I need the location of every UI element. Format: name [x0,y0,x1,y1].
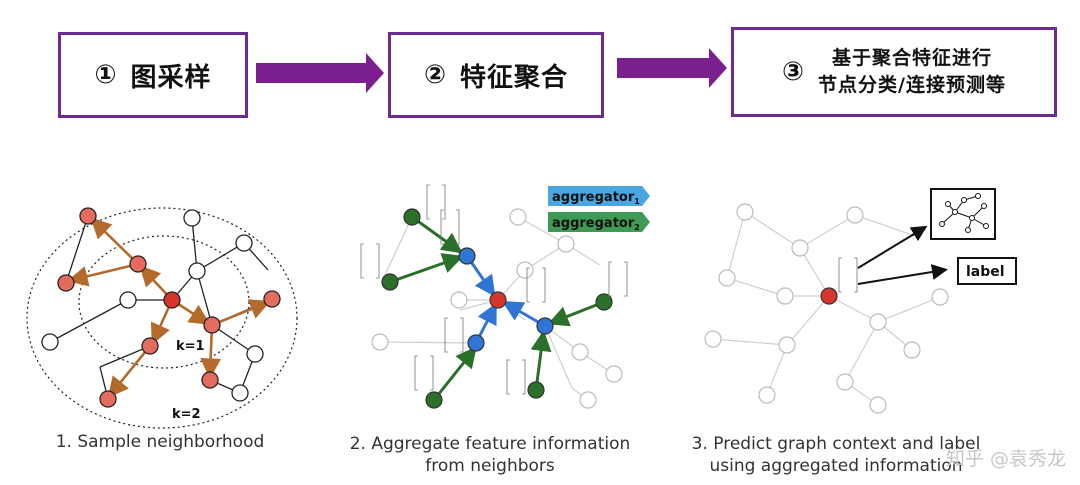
step-3-box: ③ 基于聚合特征进行 节点分类/连接预测等 [731,27,1057,117]
svg-text:aggregator2: aggregator2 [552,216,640,232]
k2-label: k=2 [172,407,201,422]
green-node [595,293,613,311]
node [571,343,589,361]
node [203,316,221,334]
caption-2: 2. Aggregate feature information from ne… [330,433,650,477]
node [903,341,921,359]
step-2-box: ② 特征聚合 [388,32,604,118]
target-node [489,291,507,309]
caption-2-line-2: from neighbors [425,456,555,476]
green-node [381,273,399,291]
step-3-line-2: 节点分类/连接预测等 [818,74,1006,96]
flow-arrow-1 [256,53,384,93]
node [231,384,249,402]
step-1-number: ① [94,60,117,90]
target-node [163,291,181,309]
node [836,373,854,391]
step-1-label: 图采样 [130,62,212,93]
node [931,288,949,306]
node [119,291,137,309]
feature-vector [838,257,858,293]
panel-1-sample-graph: k=1 k=2 [26,207,298,429]
node [758,386,776,404]
node [869,313,887,331]
node [605,365,623,383]
node [246,345,264,363]
watermark: 知乎 @袁秀龙 [945,448,1066,470]
node [509,208,527,226]
panel-2-aggregate-graph: aggregator1 aggregator2 [360,184,650,409]
node [450,291,468,309]
step-2-number: ② [423,60,446,90]
blue-node [536,317,554,335]
blue-node [467,334,485,352]
node [557,235,575,253]
label-box: label [957,257,1017,285]
node [579,391,597,409]
step-3-line-1: 基于聚合特征进行 [832,47,993,69]
target-node [820,287,838,305]
node [263,290,281,308]
k1-label: k=1 [176,339,205,354]
aggregator-2-subscript: 2 [634,223,640,232]
node [188,262,206,280]
aggregator-1-subscript: 1 [634,197,640,206]
aggregator-2-tag: aggregator2 [548,212,650,232]
aggregator-1-tag: aggregator1 [548,186,650,206]
node [201,371,219,389]
node [778,336,796,354]
blue-node [458,247,476,265]
node [791,239,809,257]
node [704,330,722,348]
aggregator-2-label: aggregator [552,216,635,231]
panel-3-predict-graph: label [704,188,1017,414]
node [57,274,75,292]
node [869,396,887,414]
aggregator-1-label: aggregator [552,190,635,205]
step-1-box: ① 图采样 [58,32,248,118]
caption-3: 3. Predict graph context and label using… [676,433,996,477]
step-3-number: ③ [782,57,805,87]
node [141,337,159,355]
caption-3-line-2: using aggregated information [709,456,963,476]
label-tag: label [966,264,1005,280]
node [79,207,97,225]
node [846,206,864,224]
svg-text:aggregator1: aggregator1 [552,190,640,206]
node [99,390,117,408]
feature-vectors [360,184,628,395]
node [776,287,794,305]
caption-2-line-1: 2. Aggregate feature information [349,434,631,454]
node [129,255,147,273]
flow-arrow-2 [617,48,727,88]
caption-1: 1. Sample neighborhood [55,432,265,452]
node [183,209,201,227]
graph-context-box [930,188,996,240]
step-3-label: 基于聚合特征进行 节点分类/连接预测等 [818,45,1006,99]
k2-boundary [26,207,298,429]
node [516,261,534,279]
green-node [403,208,421,226]
caption-3-line-1: 3. Predict graph context and label [691,434,981,454]
node [41,333,59,351]
node [235,234,253,252]
green-node [425,391,443,409]
node [371,333,389,351]
node [718,269,736,287]
step-2-label: 特征聚合 [460,62,569,93]
node [736,203,754,221]
green-node [527,381,545,399]
